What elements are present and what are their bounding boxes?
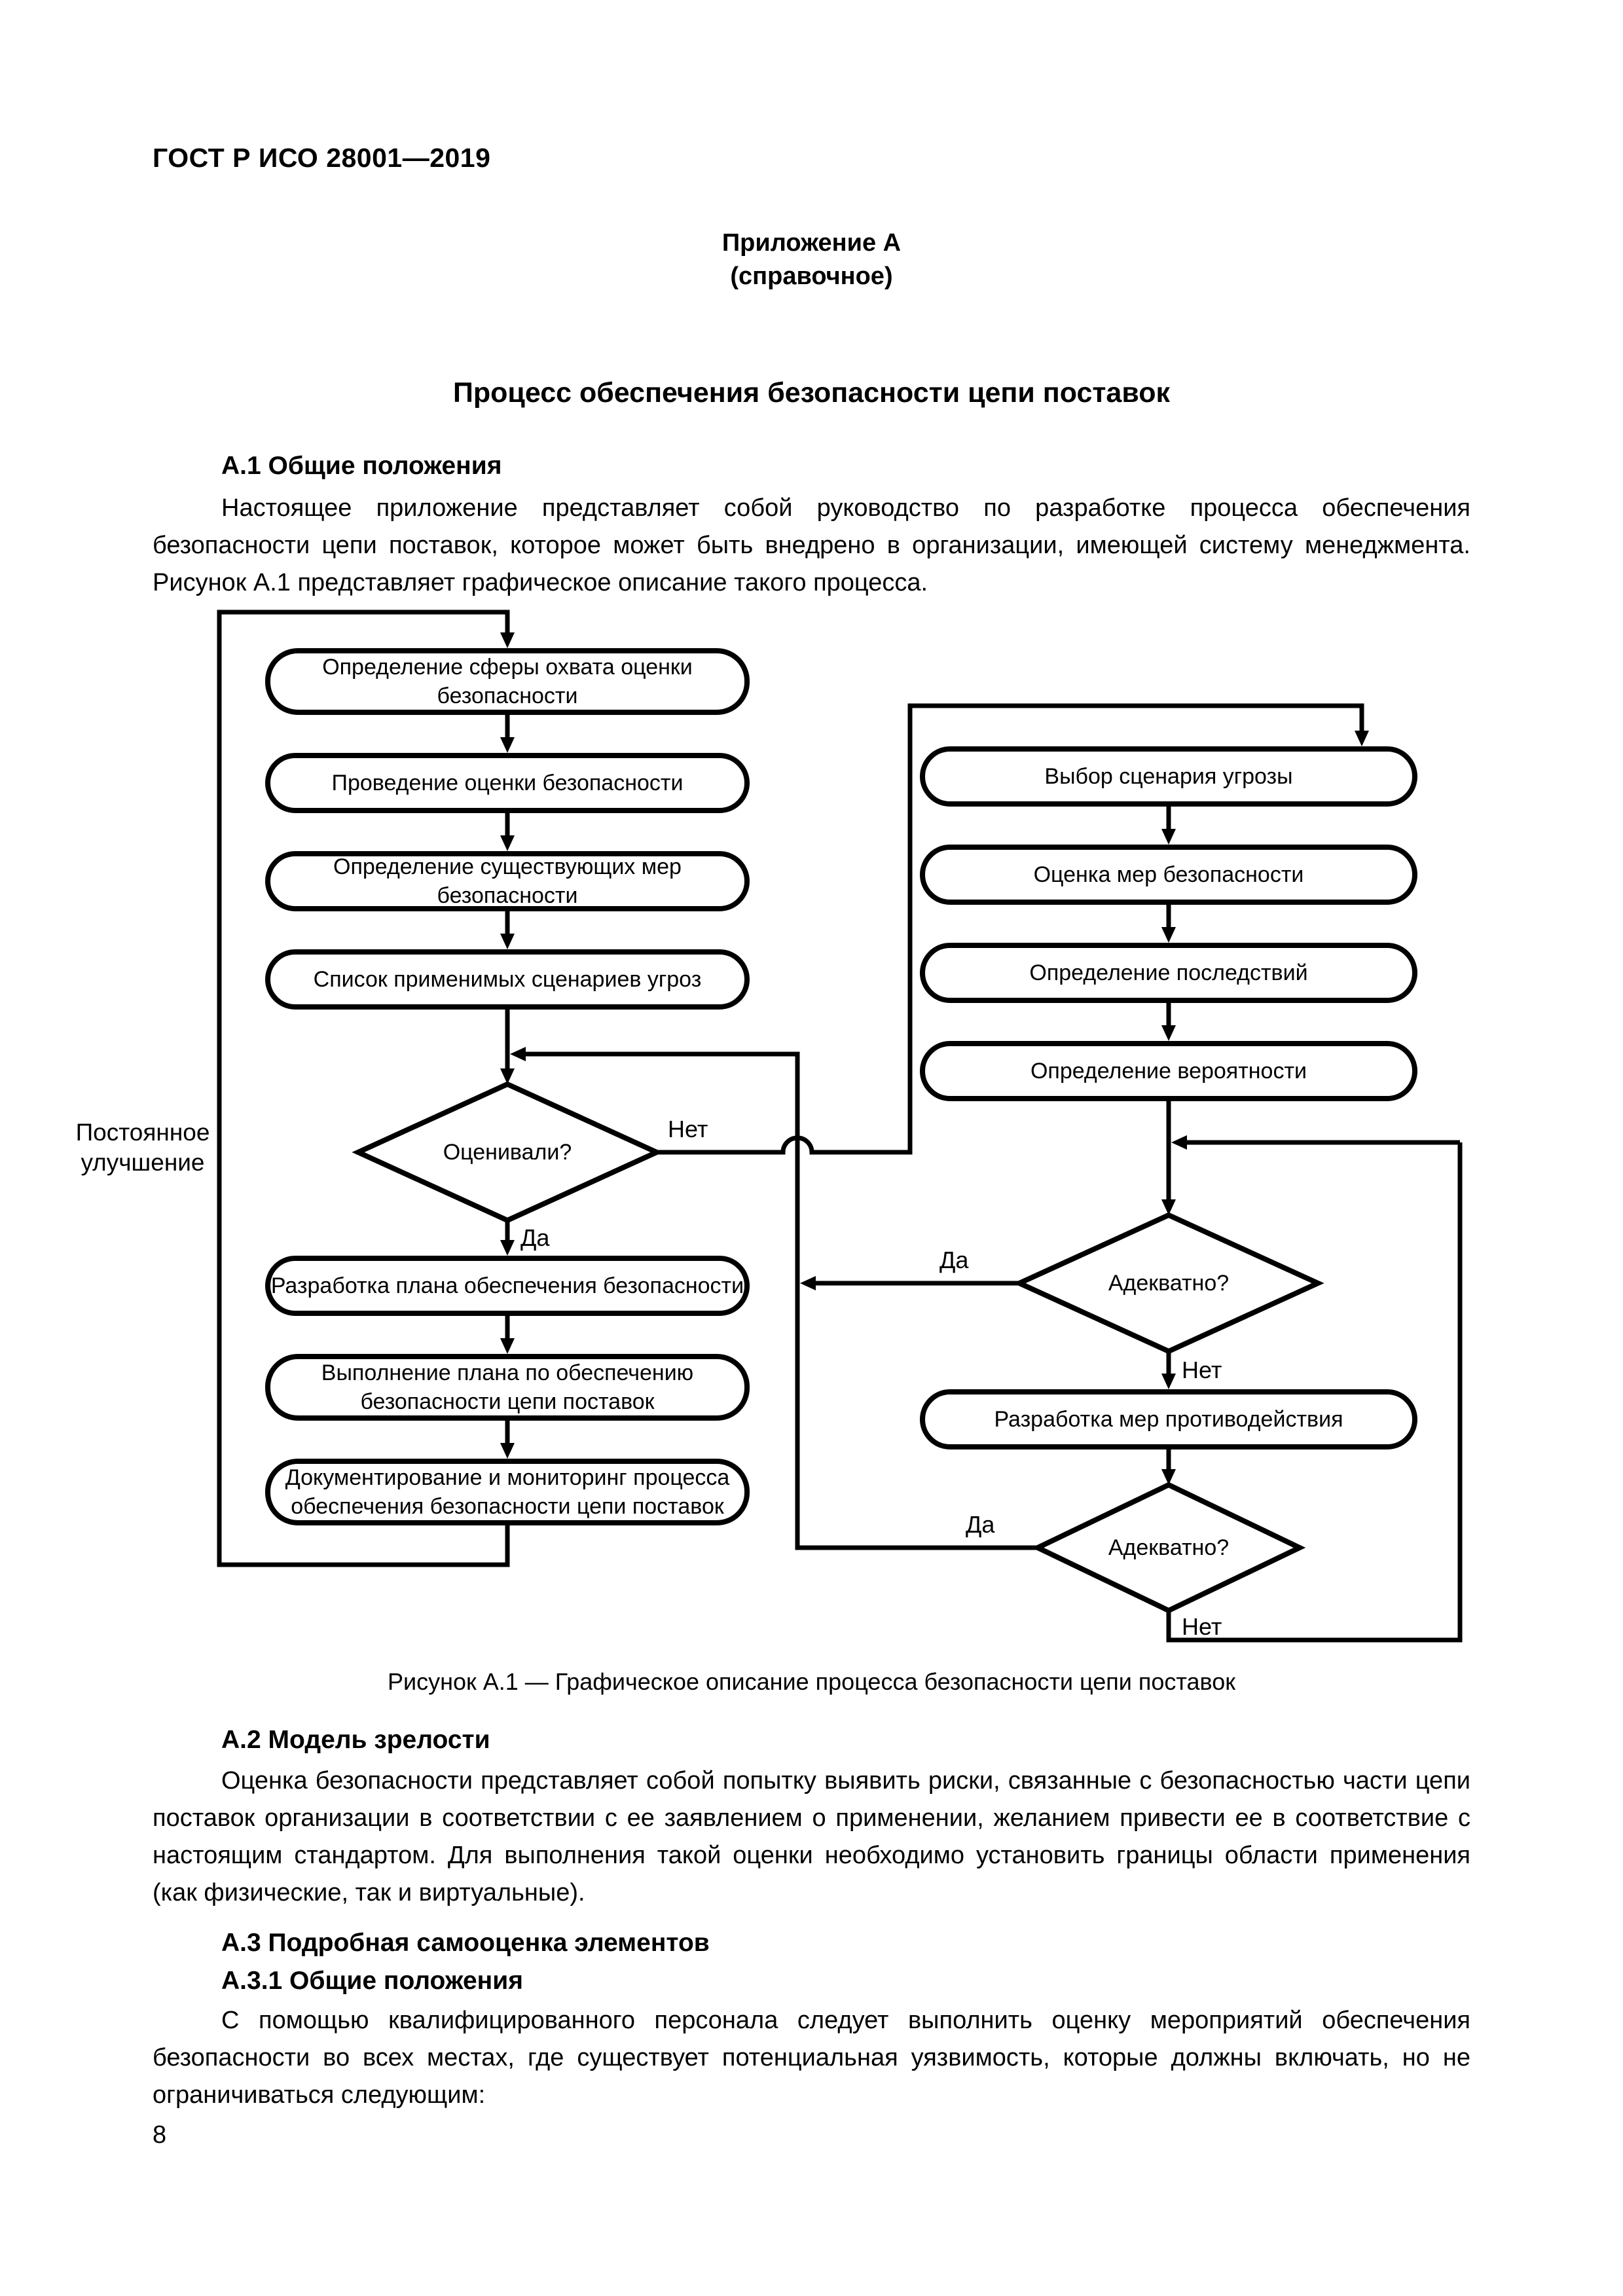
section-a2-heading: А.2 Модель зрелости xyxy=(221,1726,490,1754)
figure-caption: Рисунок А.1 — Графическое описание проце… xyxy=(387,1668,1236,1695)
node-consequences-box: Определение последствий xyxy=(920,943,1417,1003)
decision-adequate2-label: Адекватно? xyxy=(1108,1535,1230,1560)
appendix-note: (справочное) xyxy=(730,263,893,290)
node-existing-label: Определение существующих мер безопасност… xyxy=(333,854,682,908)
node-threat-box: Выбор сценария угрозы xyxy=(920,746,1417,807)
node-plan-label: Разработка плана обеспечения безопасност… xyxy=(270,1273,744,1298)
branch-label-yes-evaluated: Да xyxy=(520,1224,550,1251)
decision-adequate1-label: Адекватно? xyxy=(1108,1271,1230,1296)
node-monitor-box: Документирование и мониторинг процесса о… xyxy=(265,1459,750,1525)
node-execute-label-line2: безопасности цепи поставок xyxy=(360,1389,655,1414)
decision-adequate1-diamond xyxy=(1013,1212,1324,1355)
figure-flowchart: Определение сферы охвата оценки безопасн… xyxy=(59,606,1499,1666)
node-probability-label: Определение вероятности xyxy=(1030,1059,1307,1084)
section-a31-heading: А.3.1 Общие положения xyxy=(221,1967,523,1995)
page-number: 8 xyxy=(153,2121,167,2149)
node-conduct-box: Проведение оценки безопасности xyxy=(265,753,750,813)
node-threat-label: Выбор сценария угрозы xyxy=(1044,764,1293,789)
section-a3-heading: А.3 Подробная самооценка элементов xyxy=(221,1929,710,1957)
node-plan-box: Разработка плана обеспечения безопасност… xyxy=(265,1256,750,1316)
section-a31-paragraph: С помощью квалифицированного персонала с… xyxy=(153,2007,1470,2109)
node-execute-box: Выполнение плана по обеспечению безопасн… xyxy=(265,1354,750,1421)
branch-label-no-evaluated: Нет xyxy=(668,1116,708,1142)
node-counter-label: Разработка мер противодействия xyxy=(994,1407,1343,1432)
flowchart-connectors xyxy=(217,610,1463,1643)
flowchart-edges xyxy=(217,610,1463,1643)
branch-label-yes-adequate1: Да xyxy=(939,1247,969,1273)
section-a2-paragraph: Оценка безопасности представляет собой п… xyxy=(153,1767,1470,1906)
node-monitor-label-line1: Документирование и мониторинг процесса xyxy=(285,1465,730,1490)
node-monitor-label-line2: обеспечения безопасности цепи поставок xyxy=(291,1494,724,1519)
edge-d3-yes-riser xyxy=(524,1051,1038,1550)
flowchart-arrowheads xyxy=(500,632,1369,1485)
appendix-label: Приложение А xyxy=(721,229,902,257)
branch-label-no-adequate2: Нет xyxy=(1182,1613,1222,1640)
continuous-improvement-line2: улучшение xyxy=(81,1149,205,1176)
node-scope-label-line2: безопасности xyxy=(437,683,578,708)
node-measures-box: Оценка мер безопасности xyxy=(920,845,1417,905)
edge-improvement-loop xyxy=(217,610,510,1567)
node-scope-label-line1: Определение сферы охвата оценки xyxy=(322,655,693,680)
decision-evaluated-label: Оценивали? xyxy=(443,1140,572,1165)
edge-d3-no-loop xyxy=(1166,1142,1463,1643)
node-counter-box: Разработка мер противодействия xyxy=(920,1389,1417,1449)
continuous-improvement-label: Постоянное улучшение xyxy=(64,1118,221,1178)
edge-d1-no-route xyxy=(657,703,1364,1155)
section-a1-paragraph: Настоящее приложение представляет собой … xyxy=(153,494,1470,596)
flowchart-decision-shapes xyxy=(352,1081,1324,1614)
branch-label-no-adequate1: Нет xyxy=(1182,1357,1222,1383)
node-execute-label-line1: Выполнение плана по обеспечению xyxy=(321,1360,694,1385)
node-consequences-label: Определение последствий xyxy=(1029,960,1308,985)
page-header: ГОСТ Р ИСО 28001—2019 xyxy=(153,143,491,173)
node-scope-box: Определение сферы охвата оценки безопасн… xyxy=(265,648,750,715)
document-title: Процесс обеспечения безопасности цепи по… xyxy=(452,377,1170,409)
node-probability-box: Определение вероятности xyxy=(920,1041,1417,1101)
continuous-improvement-line1: Постоянное xyxy=(75,1119,210,1146)
decision-adequate2-diamond xyxy=(1031,1482,1306,1614)
branch-label-yes-adequate2: Да xyxy=(966,1511,995,1538)
node-scenarios-label: Список применимых сценариев угроз xyxy=(313,967,702,992)
section-a1-heading: А.1 Общие положения xyxy=(221,452,502,480)
node-scenarios-box: Список применимых сценариев угроз xyxy=(265,949,750,1010)
node-measures-label: Оценка мер безопасности xyxy=(1033,862,1304,887)
decision-evaluated-diamond xyxy=(352,1081,663,1224)
node-conduct-label: Проведение оценки безопасности xyxy=(331,771,684,795)
node-existing-box: Определение существующих мер безопасност… xyxy=(265,851,750,911)
